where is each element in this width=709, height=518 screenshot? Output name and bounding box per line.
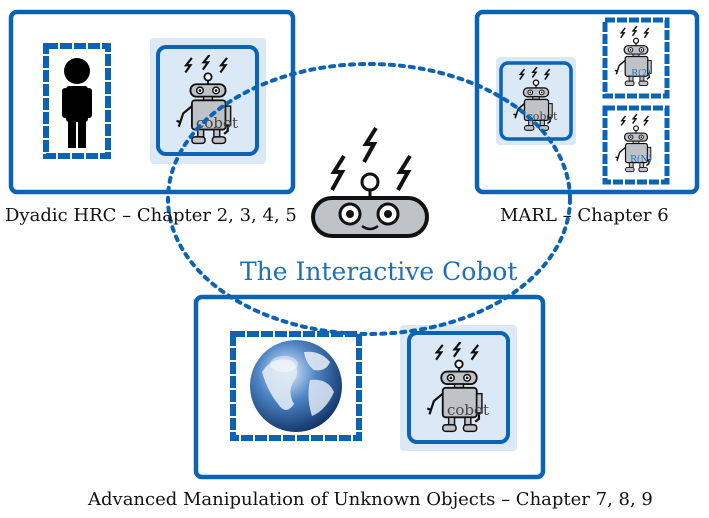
robot-rn-label: R(N): [630, 154, 652, 165]
robot-r2-label: R(2): [631, 68, 651, 79]
frame-manipulation: cobot: [193, 294, 546, 480]
robot-face-icon: [311, 126, 429, 238]
interaction-ellipse: [166, 62, 572, 336]
human-silhouette-icon: [62, 58, 92, 148]
cobot-tag-bottom: cobot: [447, 401, 489, 419]
label-dyadic-hrc: Dyadic HRC – Chapter 2, 3, 4, 5: [5, 205, 297, 226]
center-title: The Interactive Cobot: [240, 257, 518, 286]
label-manipulation: Advanced Manipulation of Unknown Objects…: [88, 489, 653, 510]
globe-icon: [250, 340, 342, 432]
frame-marl: cobot R(2) R(N): [474, 9, 700, 195]
human-tile-frame: [43, 43, 111, 159]
frame-dyadic-hrc: cobot: [8, 9, 296, 195]
label-marl: MARL – Chapter 6: [500, 205, 669, 226]
cobot-tag-marl: cobot: [527, 110, 558, 123]
